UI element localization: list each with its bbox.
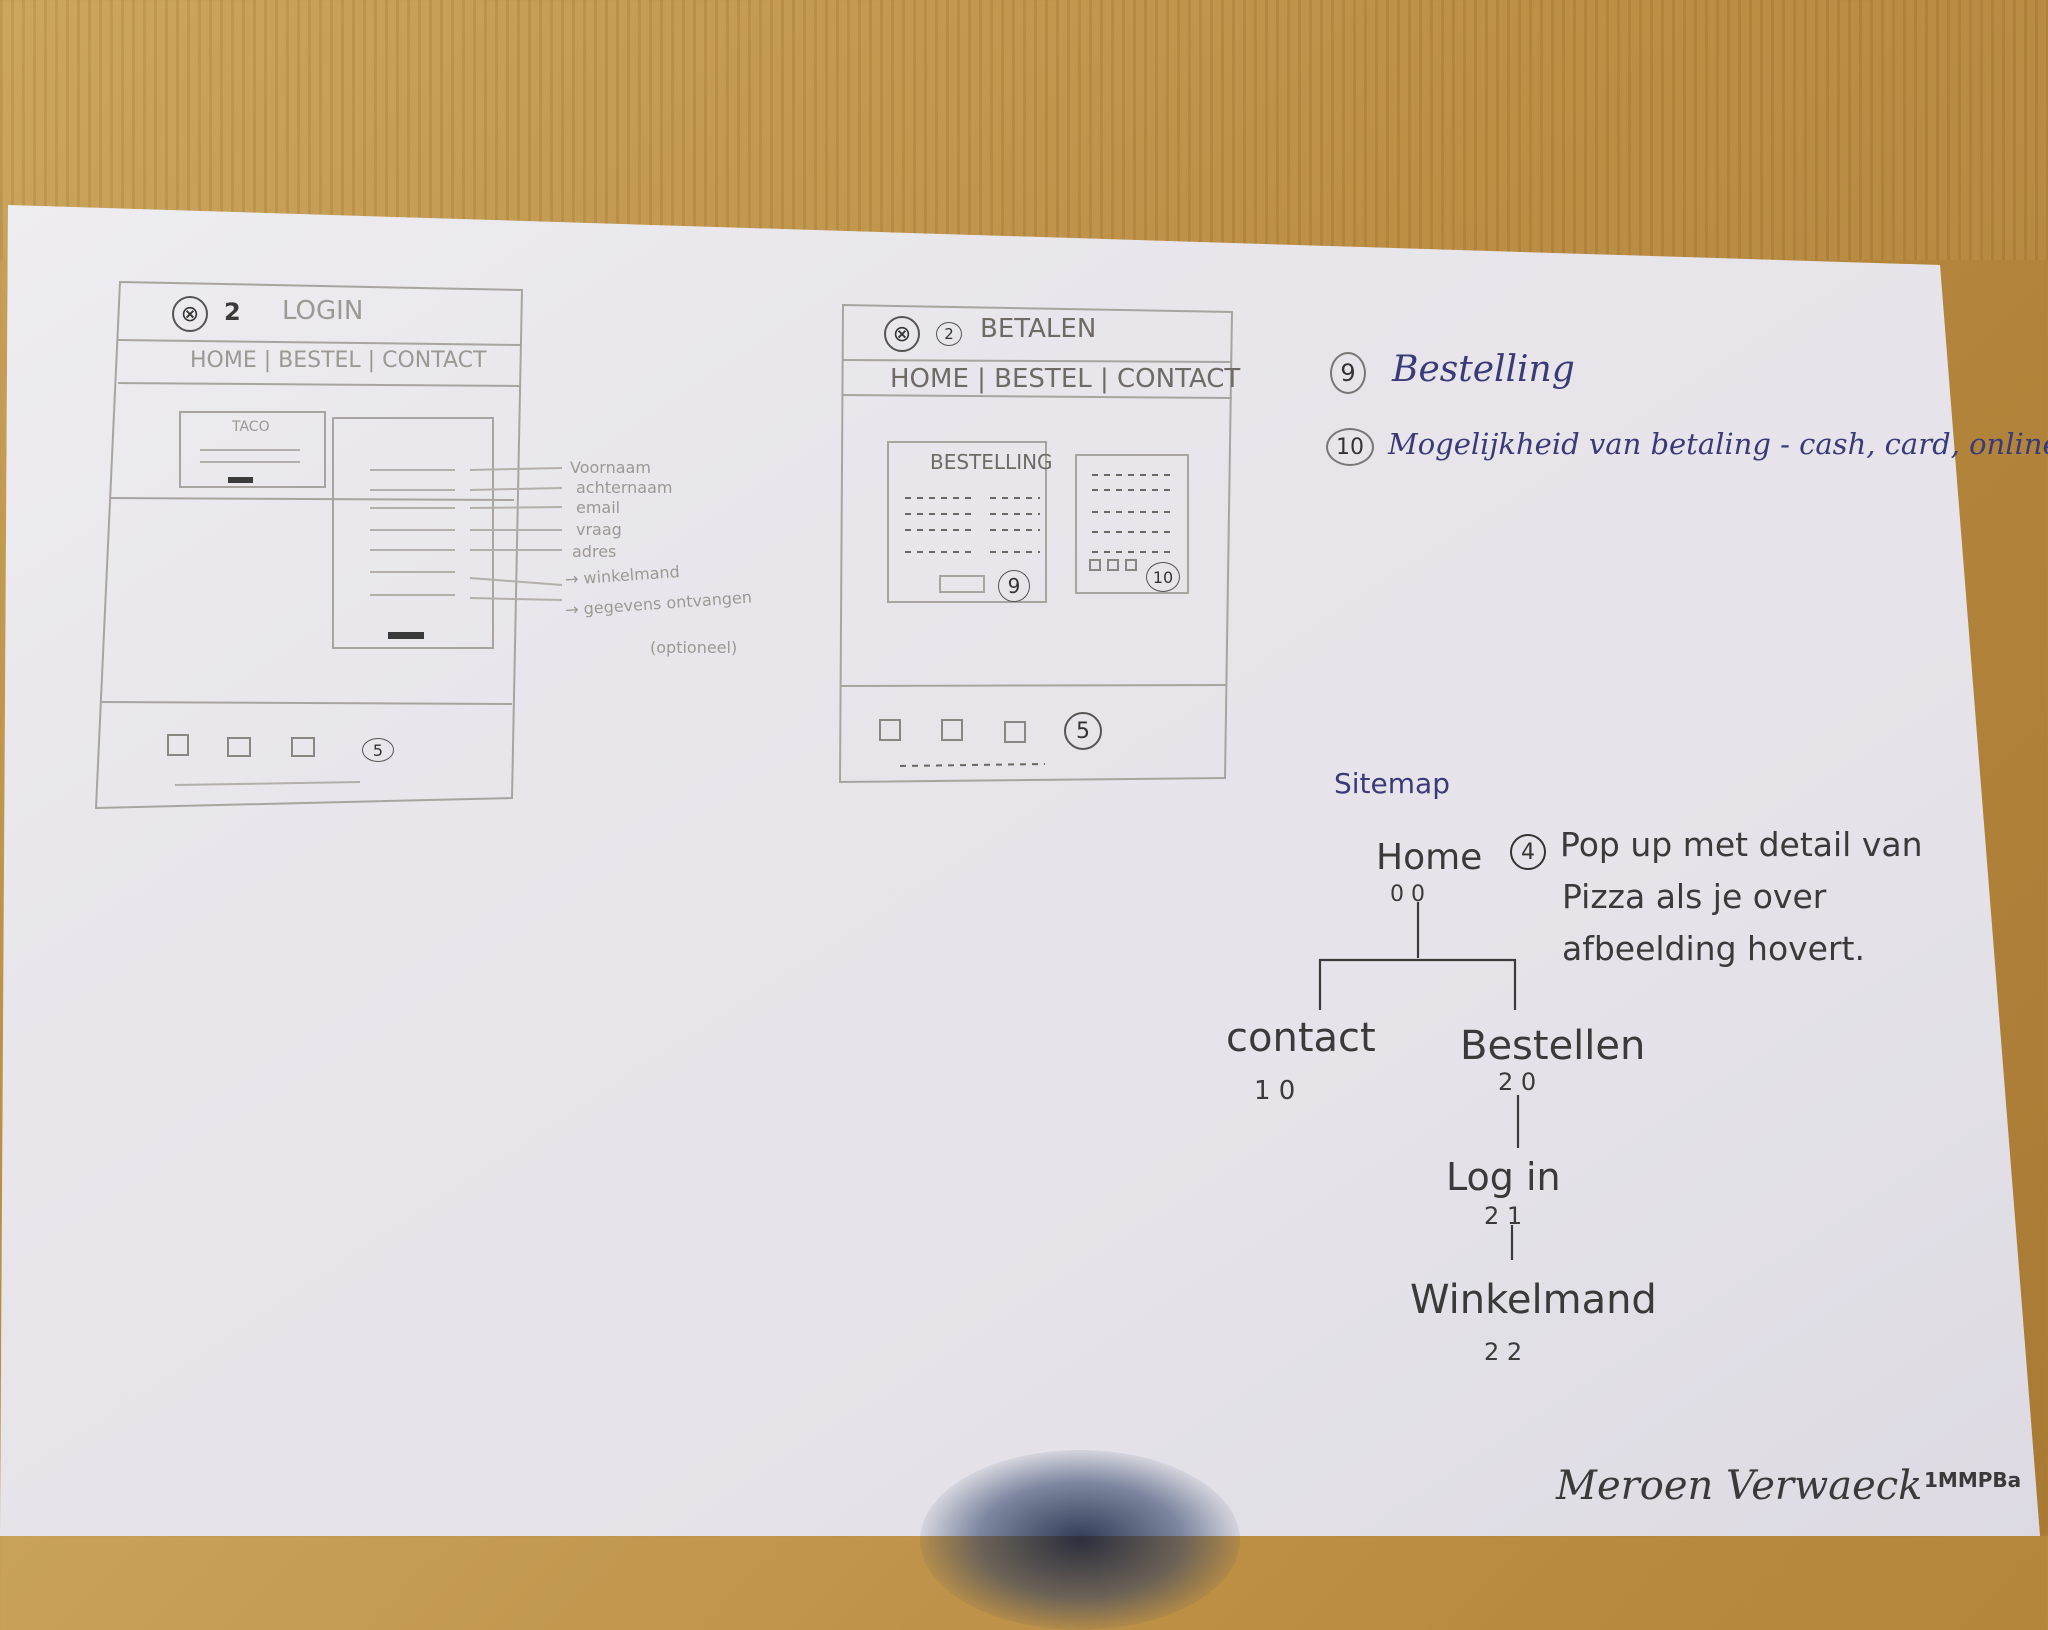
wireframe-betalen-footer-number: 5 bbox=[1064, 712, 1102, 750]
wireframe-login-form-heading: TACO bbox=[232, 419, 270, 435]
wireframe-betalen-marker-9: 9 bbox=[998, 570, 1030, 602]
wireframe-login-nav: HOME | BESTEL | CONTACT bbox=[190, 348, 487, 373]
popup-note-line-1: Pop up met detail van bbox=[1560, 825, 1923, 864]
wireframe-betalen-logo: ⊗ bbox=[884, 316, 920, 352]
popup-note-number: 4 bbox=[1510, 834, 1546, 870]
wireframe-betalen-frame bbox=[838, 303, 1234, 784]
sitemap-contact-code: 1 0 bbox=[1254, 1076, 1296, 1106]
sitemap-root-code: 0 0 bbox=[1390, 882, 1425, 907]
wireframe-betalen-footer-icons bbox=[879, 559, 1137, 743]
wireframe-login-frame bbox=[94, 280, 524, 810]
note-10-number: 10 bbox=[1326, 428, 1374, 466]
sitemap-title: Sitemap bbox=[1334, 767, 1450, 800]
sitemap-contact-label: contact bbox=[1226, 1015, 1376, 1061]
wireframe-login-footer-number: 5 bbox=[362, 738, 394, 762]
sitemap-login-label: Log in bbox=[1446, 1155, 1561, 1199]
wireframe-login-logo: ⊗ bbox=[172, 296, 208, 332]
sitemap-root-label: Home bbox=[1376, 837, 1483, 878]
sitemap-lines bbox=[1318, 902, 1520, 1260]
wireframe-login-footer-icons bbox=[167, 734, 315, 757]
wireframe-betalen-title: BETALEN bbox=[980, 314, 1097, 344]
wireframe-betalen-page-number: 2 bbox=[936, 322, 962, 346]
wireframe-betalen-lines bbox=[899, 474, 1170, 767]
sitemap-winkelmand-label: Winkelmand bbox=[1410, 1277, 1657, 1323]
wireframe-login-annotation-2: achternaam bbox=[576, 478, 673, 497]
wireframe-login-annotation-5: adres bbox=[572, 542, 617, 561]
wireframe-login-title: LOGIN bbox=[282, 296, 364, 326]
sitemap-bestellen-code: 2 0 bbox=[1498, 1068, 1537, 1096]
camera-shadow bbox=[920, 1450, 1240, 1630]
wireframe-betalen-panel-title: BESTELLING bbox=[930, 450, 1053, 474]
wireframe-login-annotation-3: email bbox=[576, 498, 621, 517]
note-9-number: 9 bbox=[1330, 352, 1366, 394]
wireframe-login-button-a bbox=[228, 477, 253, 483]
wireframe-login-form-lines bbox=[174, 449, 563, 786]
sketch-canvas bbox=[0, 205, 2040, 1536]
note-9-text: Bestelling bbox=[1392, 349, 1575, 390]
wireframe-betalen-marker-10: 10 bbox=[1146, 562, 1180, 592]
wireframe-login-annotation-4: vraag bbox=[576, 520, 622, 539]
wireframe-login-page-number: 2 bbox=[224, 298, 241, 326]
note-10-text: Mogelijkheid van betaling - cash, card, … bbox=[1388, 427, 2048, 461]
sitemap-winkelmand-code: 2 2 bbox=[1484, 1338, 1523, 1366]
wireframe-betalen-nav: HOME | BESTEL | CONTACT bbox=[890, 364, 1241, 394]
popup-note-line-2: Pizza als je over bbox=[1562, 877, 1827, 916]
wireframe-login-annotation-1: Voornaam bbox=[570, 458, 651, 477]
sitemap-login-code: 2 1 bbox=[1484, 1202, 1523, 1230]
wireframe-login-button-b bbox=[388, 632, 424, 639]
sitemap-bestellen-label: Bestellen bbox=[1460, 1023, 1646, 1069]
signature-name: Meroen Verwaeck bbox=[1556, 1463, 1923, 1509]
paper-shade bbox=[0, 205, 2040, 1536]
popup-note-line-3: afbeelding hovert. bbox=[1562, 929, 1865, 968]
wireframe-login-annotation-8: (optioneel) bbox=[650, 638, 738, 657]
paper-sheet: ⊗ 2 LOGIN HOME | BESTEL | CONTACT TACO V… bbox=[0, 205, 2048, 1630]
signature-class: 1MMPBa bbox=[1924, 1468, 2022, 1492]
